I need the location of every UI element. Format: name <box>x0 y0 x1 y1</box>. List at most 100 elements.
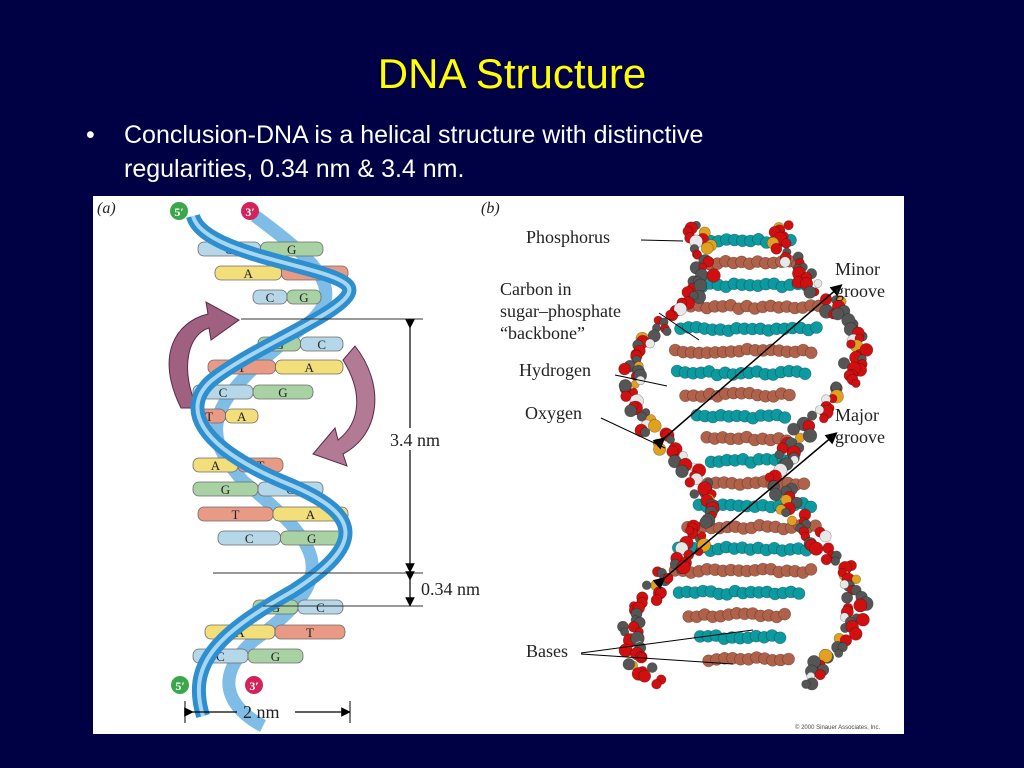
carbon-label-line-1: Carbon in <box>500 279 572 299</box>
backbone-atom <box>646 662 658 673</box>
copyright-text: © 2000 Sinauer Associates, Inc. <box>795 724 880 731</box>
base-right <box>300 336 344 352</box>
base-letter-left: C <box>266 290 275 305</box>
minor-groove-label-line-1: Minor <box>835 259 880 279</box>
backbone-atom <box>853 598 868 613</box>
base-right <box>286 289 322 305</box>
base-letter-right: T <box>306 625 314 640</box>
base-letter-right: C <box>317 337 326 352</box>
bases-label: Bases <box>526 641 568 661</box>
backbone-atom <box>640 427 651 438</box>
base-atom-brown <box>797 477 811 491</box>
backbone-atom <box>692 250 703 260</box>
backbone-atom <box>622 658 635 671</box>
backbone-atom <box>851 378 861 388</box>
base-atom-teal <box>798 367 812 381</box>
backbone-atom <box>841 591 853 604</box>
five-prime-top-label: 5′ <box>174 205 183 219</box>
width-measure-label: 2 nm <box>243 702 280 722</box>
dna-backbone-highlight <box>191 215 352 717</box>
backbone-atom <box>819 413 829 424</box>
backbone-atom <box>620 390 632 402</box>
base-letter-right: G <box>307 531 316 546</box>
backbone-atom <box>768 487 783 502</box>
backbone-atom <box>818 648 833 663</box>
base-right <box>275 359 344 375</box>
backbone-atom <box>814 669 826 681</box>
base-atom-teal <box>810 321 823 334</box>
backbone-atom <box>618 379 632 393</box>
backbone-atom <box>650 594 663 607</box>
dna-backbone-strand-back <box>210 210 333 732</box>
three-prime-bottom-label: 3′ <box>249 679 258 693</box>
panel-b-label: (b) <box>481 200 500 217</box>
backbone-atom <box>849 627 863 641</box>
backbone-atom <box>830 556 841 566</box>
backbone-atom <box>846 339 856 349</box>
base-letter-right: G <box>271 649 280 664</box>
panel-a-label: (a) <box>97 200 116 217</box>
minor-groove-label-line-2: groove <box>835 281 885 301</box>
backbone-atom <box>837 641 848 653</box>
phosphorus-label: Phosphorus <box>526 227 610 247</box>
backbone-atom <box>859 343 874 357</box>
base-atom-teal <box>773 631 787 645</box>
major-groove-label-line-1: Major <box>835 405 879 425</box>
rotation-arrow-left <box>168 301 240 409</box>
oxygen-label: Oxygen <box>525 403 582 423</box>
five-prime-bottom-label: 5′ <box>175 679 184 693</box>
base-right <box>225 408 259 424</box>
backbone-atom <box>781 238 792 249</box>
base-letter-left: C <box>219 385 228 400</box>
backbone-atom <box>783 220 794 231</box>
carbon-leader <box>658 312 700 341</box>
slide-title: DNA Structure <box>377 50 647 97</box>
backbone-atom <box>648 419 662 433</box>
backbone-atom <box>624 404 638 418</box>
backbone-atom <box>641 580 652 590</box>
backbone-atom <box>618 362 631 376</box>
backbone-atom <box>693 278 708 293</box>
base-letter-left: A <box>211 458 221 473</box>
base-letter-left: T <box>205 409 213 424</box>
bullet-line-1: Conclusion-DNA is a helical structure wi… <box>124 121 704 149</box>
base-letter-right: G <box>278 385 287 400</box>
backbone-atom <box>781 507 791 518</box>
base-letter-left: C <box>245 531 254 546</box>
base-atom-brown <box>783 388 796 402</box>
backbone-atom <box>801 679 811 689</box>
backbone-atom <box>684 477 696 488</box>
backbone-atom <box>662 326 672 337</box>
panel-b: (b) Phosphorus Carbon in sugar–phosphate… <box>481 200 885 731</box>
backbone-atom <box>819 530 832 543</box>
backbone-atom <box>689 489 700 499</box>
base-right <box>252 384 314 400</box>
rotation-arrow-right <box>312 345 376 467</box>
backbone-atom <box>620 627 630 637</box>
base-atom-brown <box>804 563 818 576</box>
backbone-atom <box>653 442 667 456</box>
base-letter-left: C <box>216 649 225 664</box>
major-groove-arrow <box>652 432 838 590</box>
base-letter-right: G <box>299 290 308 305</box>
backbone-atom <box>645 338 655 349</box>
backbone-atom <box>803 285 817 299</box>
base-letter-right: A <box>237 409 247 424</box>
base-letter-right: C <box>316 600 325 615</box>
hydrogen-leader <box>614 374 668 387</box>
backbone-atom <box>813 279 823 288</box>
backbone-atom <box>774 449 784 460</box>
hydrogen-label: Hydrogen <box>519 360 591 380</box>
turn-label-bg <box>390 428 460 450</box>
backbone-atom <box>770 243 783 255</box>
backbone-atom <box>637 652 647 662</box>
oxygen-leader <box>600 417 666 449</box>
backbone-atom <box>706 268 721 283</box>
backbone-atom <box>700 241 714 255</box>
backbone-atom <box>820 554 832 566</box>
three-prime-bottom-marker <box>245 676 263 694</box>
